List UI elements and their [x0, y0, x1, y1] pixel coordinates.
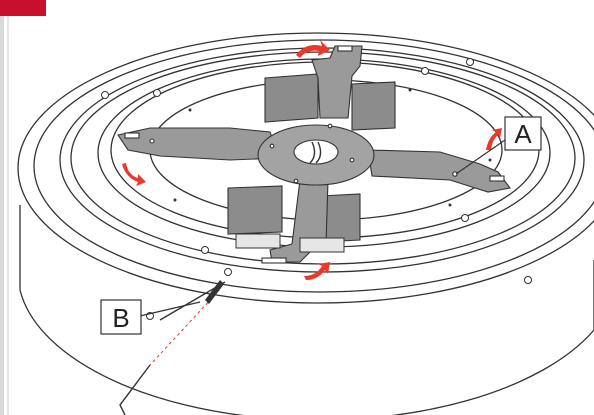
screw-icon	[101, 58, 532, 320]
left-border	[0, 16, 4, 415]
callout-a: A	[455, 116, 542, 175]
ground-wire	[119, 280, 226, 415]
callout-b-label: B	[112, 303, 129, 333]
callout-a-label: A	[514, 119, 532, 149]
callout-b: B	[100, 299, 201, 335]
mounting-plate	[117, 45, 511, 264]
curved-arrow-icon	[122, 40, 502, 280]
driver-box	[235, 233, 345, 253]
accent-tab	[0, 0, 46, 16]
